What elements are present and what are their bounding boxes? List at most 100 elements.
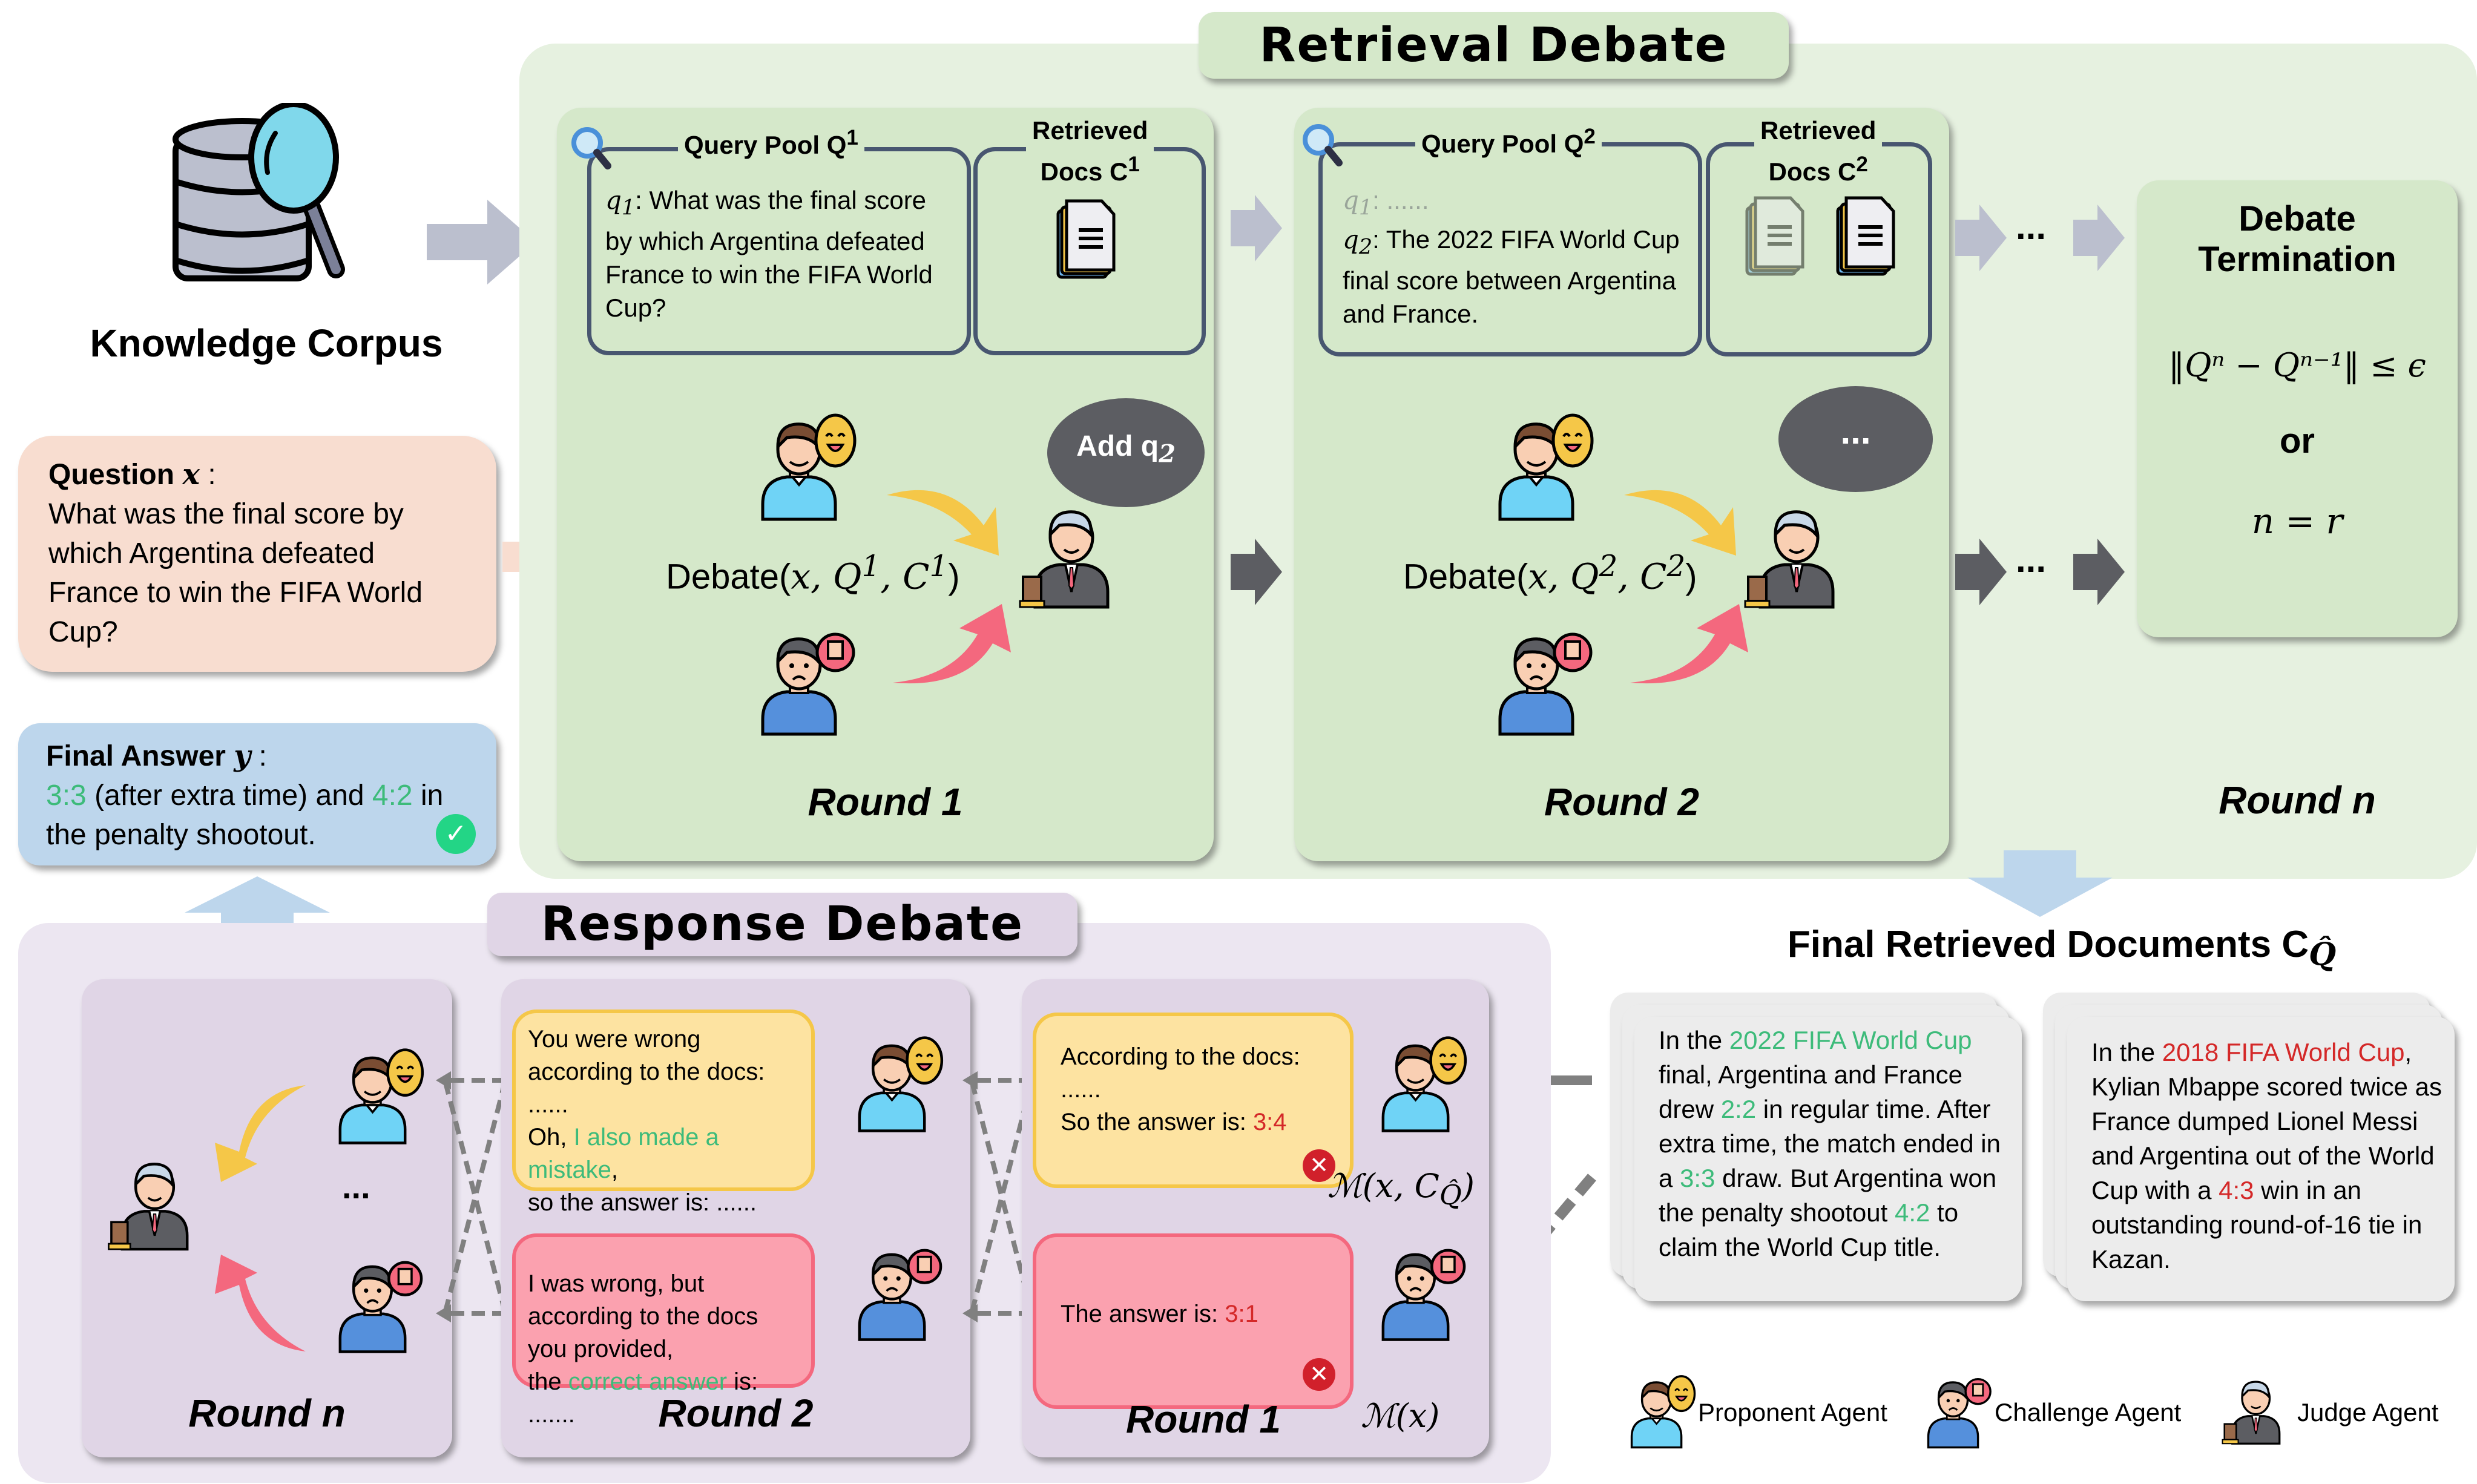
query-item: q1: What was the final score by which Ar… bbox=[605, 185, 933, 323]
final-answer-box: Final Answer y : 3:3 (after extra time) … bbox=[18, 723, 496, 865]
proponent-agent-icon bbox=[1630, 1375, 1696, 1449]
doc-text-segment: In the bbox=[2091, 1038, 2162, 1066]
proponent-agent-icon bbox=[745, 407, 860, 522]
legend-proponent: Proponent Agent bbox=[1698, 1398, 1887, 1427]
retrieval-debate-title: Retrieval Debate bbox=[1199, 12, 1789, 79]
judge-agent-icon bbox=[1742, 495, 1857, 616]
judge-agent-icon bbox=[2221, 1381, 2281, 1445]
termination-title-1: Debate bbox=[2239, 199, 2356, 238]
doc-text-segment: in regular time. After extra time, the m… bbox=[1659, 1095, 2001, 1192]
challenger-agent-icon bbox=[1482, 622, 1597, 737]
final-doc-distractor: In the 2018 FIFA World Cup, Kylian Mbapp… bbox=[2043, 993, 2467, 1307]
highlighted-text: 2022 FIFA World Cup bbox=[1729, 1026, 1972, 1054]
judge-agent-icon bbox=[1017, 495, 1132, 616]
judge-speech-bubble: Add q2 bbox=[1047, 398, 1205, 507]
challenger-agent-icon bbox=[843, 1239, 946, 1342]
wrong-answer-icon: ✕ bbox=[1303, 1358, 1335, 1391]
query-item-faded: q1: ...... bbox=[1343, 185, 1429, 220]
highlighted-text: 2018 FIFA World Cup bbox=[2162, 1038, 2405, 1066]
round-label: Round 2 bbox=[658, 1391, 814, 1435]
magnifier-icon bbox=[570, 126, 619, 174]
challenger-model-label: ℳ(x) bbox=[1361, 1397, 1440, 1435]
round-label: Round 2 bbox=[1544, 780, 1699, 824]
question-label: Question bbox=[48, 459, 175, 491]
judge-speech-bubble: ... bbox=[1778, 386, 1933, 492]
doc-text-segment: win in an outstanding round-of-16 tie in… bbox=[2091, 1176, 2423, 1273]
challenger-agent-icon bbox=[324, 1252, 427, 1354]
arrow-down-icon bbox=[1967, 850, 2113, 917]
query-pool-title: Query Pool Q1 bbox=[678, 126, 864, 160]
document-faded-icon bbox=[1742, 195, 1809, 277]
response-round-2: You were wrong according to the docs: ..… bbox=[501, 979, 970, 1457]
ellipsis: ... bbox=[2016, 539, 2047, 580]
arrow-icon bbox=[1955, 539, 2007, 605]
doc-text-segment: In the bbox=[1659, 1026, 1729, 1054]
highlighted-text: 2:2 bbox=[1720, 1095, 1757, 1123]
question-var: x bbox=[182, 458, 200, 491]
challenger-bubble: The answer is: 3:1 ✕ bbox=[1033, 1233, 1354, 1409]
final-doc-text: In the 2018 FIFA World Cup, Kylian Mbapp… bbox=[2091, 1035, 2442, 1276]
final-docs-title: Final Retrieved Documents CQ̂ bbox=[1787, 924, 2337, 973]
legend: Proponent Agent Challenge Agent Judge Ag… bbox=[1613, 1365, 2473, 1456]
ellipsis: ... bbox=[342, 1167, 370, 1206]
proponent-agent-icon bbox=[324, 1043, 427, 1146]
retrieval-round-2: Query Pool Q2 q1: ...... q2: The 2022 FI… bbox=[1294, 108, 1949, 861]
highlighted-text: 4:3 bbox=[2219, 1176, 2254, 1204]
termination-condition-2: n = r bbox=[2251, 501, 2343, 542]
dashed-cross-arrows bbox=[962, 1071, 1035, 1322]
termination-title-2: Termination bbox=[2198, 240, 2396, 279]
round-label: Round n bbox=[188, 1391, 346, 1435]
final-answer-label: Final Answer bbox=[46, 740, 226, 772]
curved-arrow-pink-icon bbox=[893, 604, 1011, 684]
arrow-icon bbox=[1231, 195, 1282, 261]
query-item: q2: The 2022 FIFA World Cup final score … bbox=[1343, 225, 1680, 329]
proponent-bubble: According to the docs: ...... So the ans… bbox=[1033, 1013, 1354, 1188]
proponent-agent-icon bbox=[1367, 1031, 1470, 1134]
arrow-icon bbox=[2073, 205, 2125, 271]
dashed-cross-arrows bbox=[436, 1071, 508, 1322]
document-icon bbox=[1833, 195, 1900, 277]
challenger-agent-icon bbox=[1367, 1239, 1470, 1342]
proponent-agent-icon bbox=[843, 1031, 946, 1134]
arrow-icon bbox=[427, 200, 536, 284]
highlighted-text: 4:2 bbox=[1894, 1198, 1930, 1227]
highlighted-text: 3:3 bbox=[1680, 1164, 1715, 1192]
response-round-1: According to the docs: ...... So the ans… bbox=[1022, 979, 1489, 1457]
arrow-icon bbox=[2073, 539, 2125, 605]
debate-function: Debate(x, Q2, C2) bbox=[1403, 550, 1697, 597]
termination-condition-1: ‖Qⁿ − Qⁿ⁻¹‖ ≤ ϵ bbox=[2168, 346, 2426, 384]
query-pool-title: Query Pool Q2 bbox=[1415, 125, 1602, 159]
continuation-bottom: ... bbox=[1955, 539, 2131, 611]
response-round-n: ... Round n bbox=[82, 979, 452, 1457]
debate-function: Debate(x, Q1, C1) bbox=[666, 550, 960, 597]
curved-arrow-pink-icon bbox=[1630, 604, 1748, 684]
round-label: Round 1 bbox=[808, 780, 963, 824]
question-box: Question x : What was the final score by… bbox=[18, 436, 496, 672]
score-penalty: 4:2 bbox=[372, 780, 413, 812]
answer-text-mid: (after extra time) and bbox=[94, 780, 364, 812]
curved-arrow-yellow-icon bbox=[1624, 490, 1736, 556]
answer-text-end: in the penalty shootout. bbox=[46, 780, 444, 851]
challenger-agent-icon bbox=[1927, 1377, 1992, 1449]
ellipsis: ... bbox=[2016, 206, 2047, 247]
doc-text-segment: , Kylian Mbappe scored twice as France d… bbox=[2091, 1038, 2442, 1204]
round-n-label: Round n bbox=[2219, 778, 2376, 822]
judge-agent-icon bbox=[106, 1149, 209, 1258]
arrow-icon bbox=[1231, 539, 1282, 605]
doc-text-segment: draw. But Argentina won the penalty shoo… bbox=[1659, 1164, 1997, 1227]
final-doc-correct: In the 2022 FIFA World Cup final, Argent… bbox=[1610, 993, 2028, 1307]
curved-arrow-yellow-icon bbox=[215, 1085, 306, 1182]
document-icon bbox=[1053, 199, 1120, 280]
proponent-model-label: ℳ(x, CQ̂) bbox=[1327, 1167, 1475, 1211]
score-extra-time: 3:3 bbox=[46, 780, 87, 812]
response-debate-title: Response Debate bbox=[487, 893, 1077, 956]
final-doc-text: In the 2022 FIFA World Cup final, Argent… bbox=[1659, 1023, 2010, 1264]
debate-termination-card: Debate Termination ‖Qⁿ − Qⁿ⁻¹‖ ≤ ϵ or n … bbox=[2137, 180, 2458, 637]
database-search-icon bbox=[173, 103, 345, 281]
knowledge-corpus-label: Knowledge Corpus bbox=[90, 321, 443, 365]
round-label: Round 1 bbox=[1126, 1397, 1281, 1441]
challenger-bubble: I was wrong, but according to the docs y… bbox=[512, 1233, 815, 1428]
termination-or: or bbox=[2280, 421, 2315, 461]
doc-text-segment: to claim the World Cup title. bbox=[1659, 1198, 1959, 1261]
